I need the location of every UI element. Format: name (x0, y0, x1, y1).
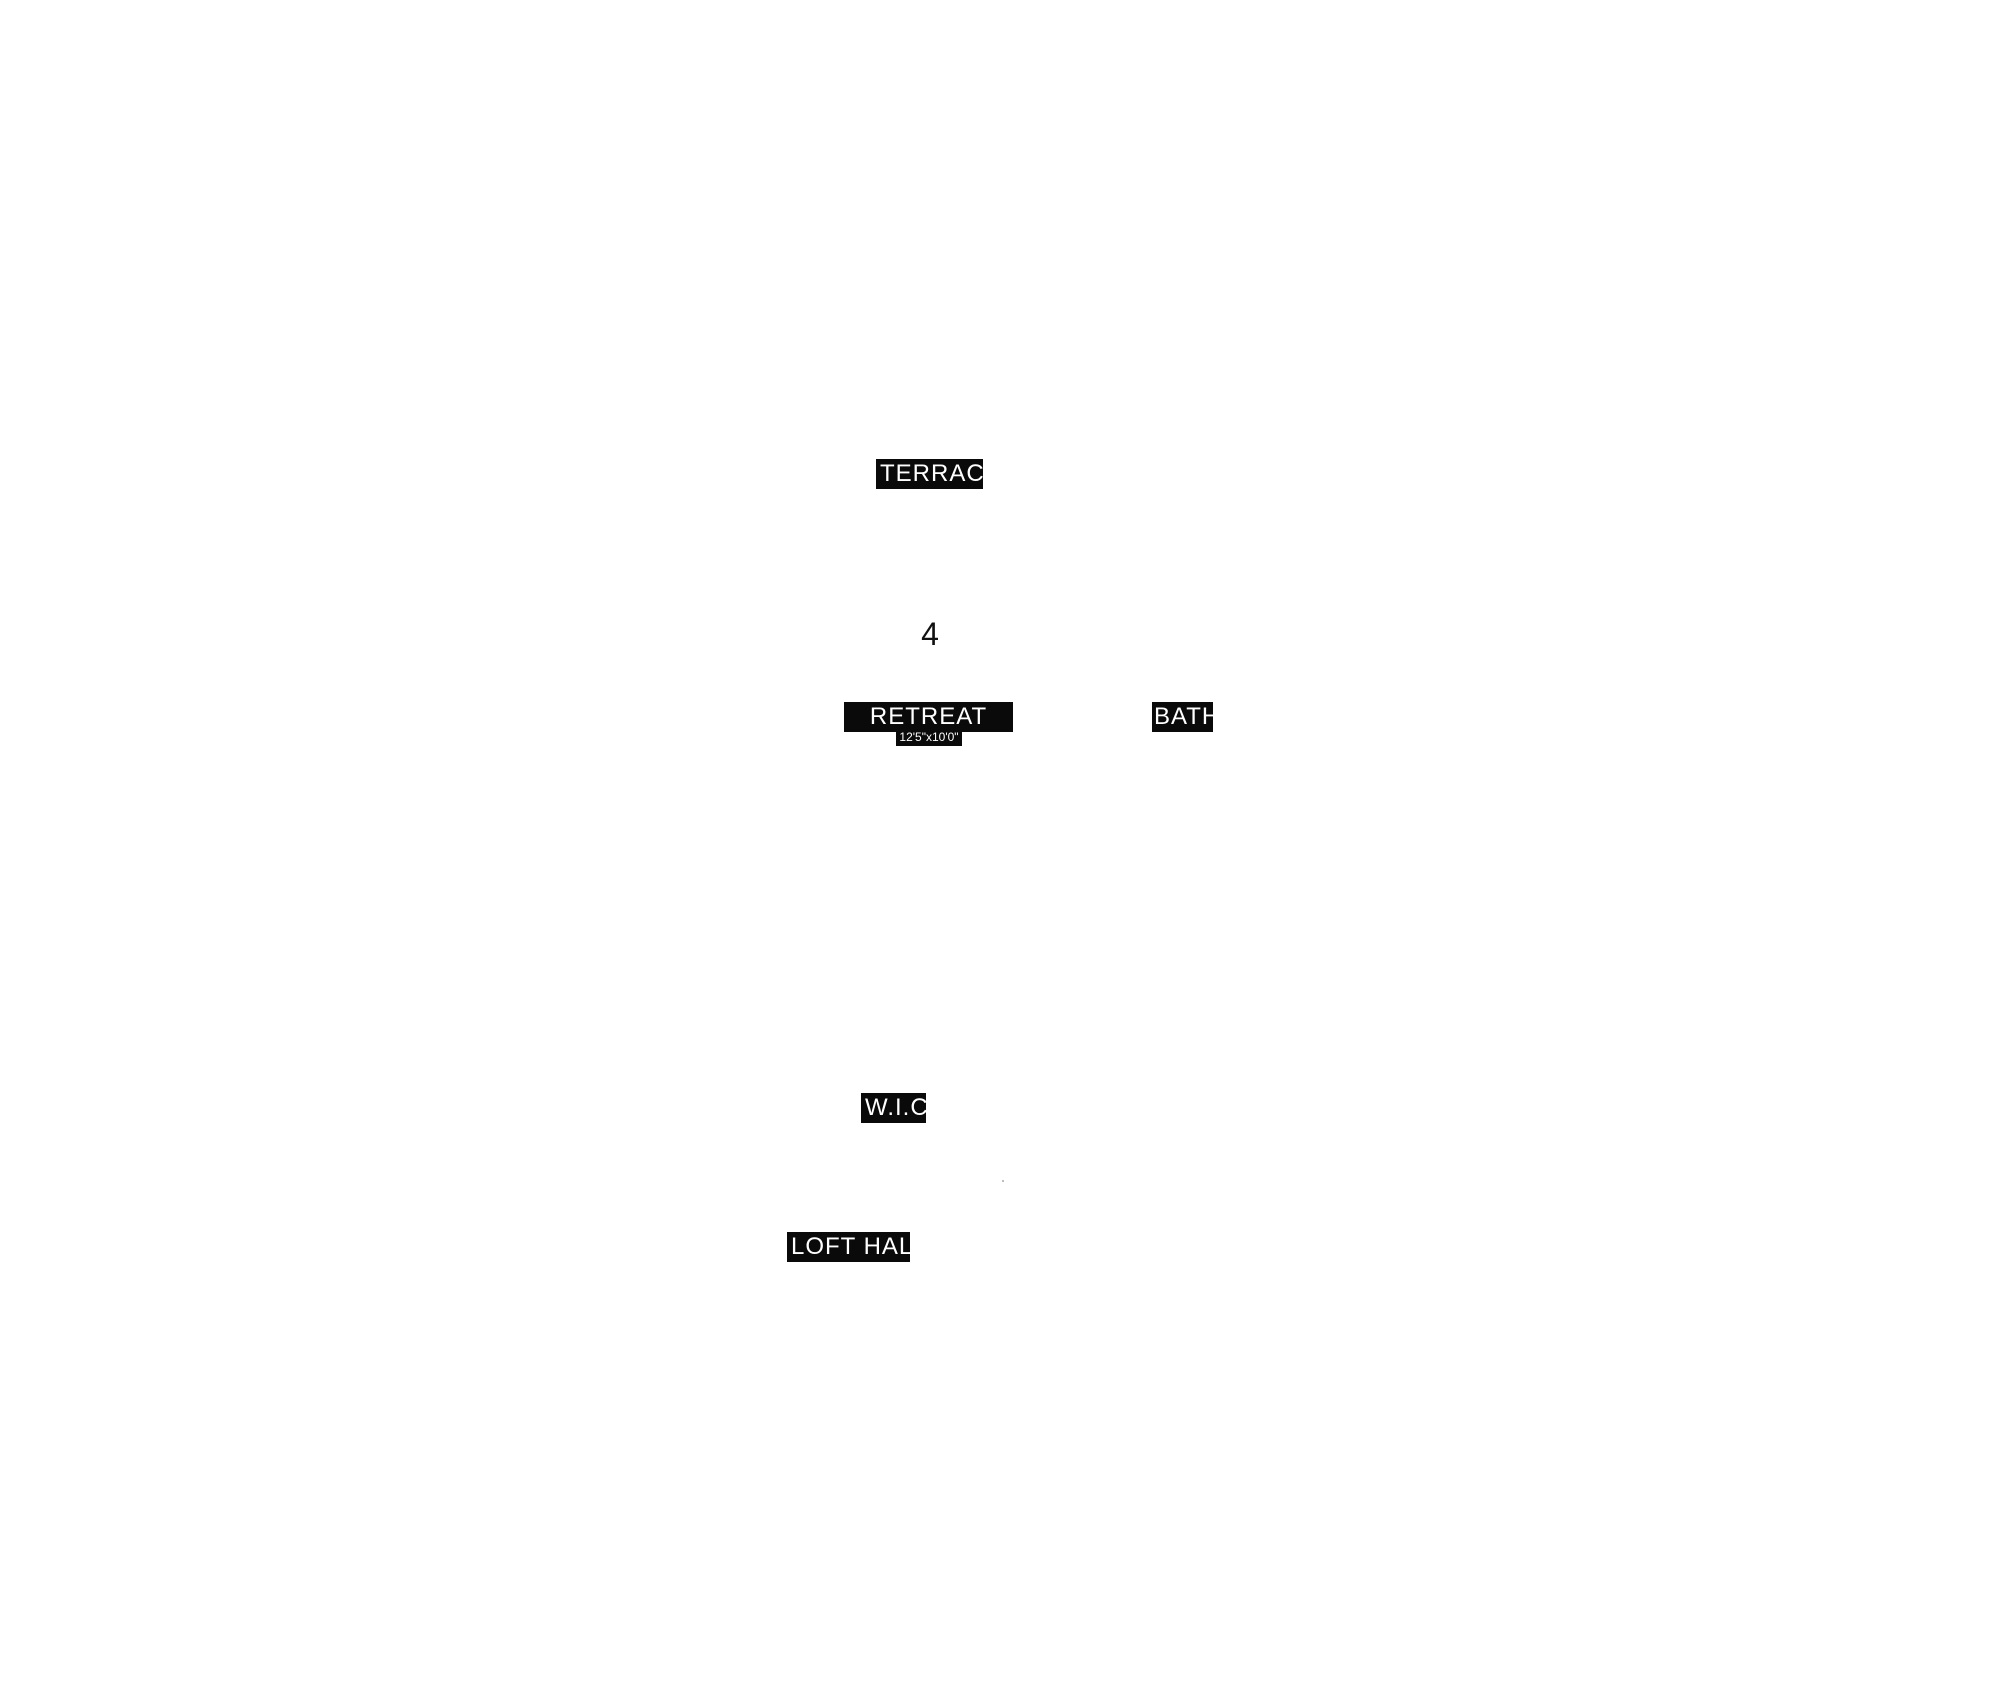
retreat-label: RETREAT (844, 702, 1013, 732)
loft-hall-label: LOFT HALL (787, 1232, 927, 1262)
terrace-label: TERRACE (876, 459, 1001, 489)
wic-label: W.I.C. (861, 1093, 935, 1123)
retreat-dimensions: 12'5"x10'0" (896, 729, 962, 746)
plan-speck (1002, 1180, 1004, 1182)
room-number: 4 (921, 616, 939, 652)
bath-label: BATH (1152, 702, 1221, 732)
